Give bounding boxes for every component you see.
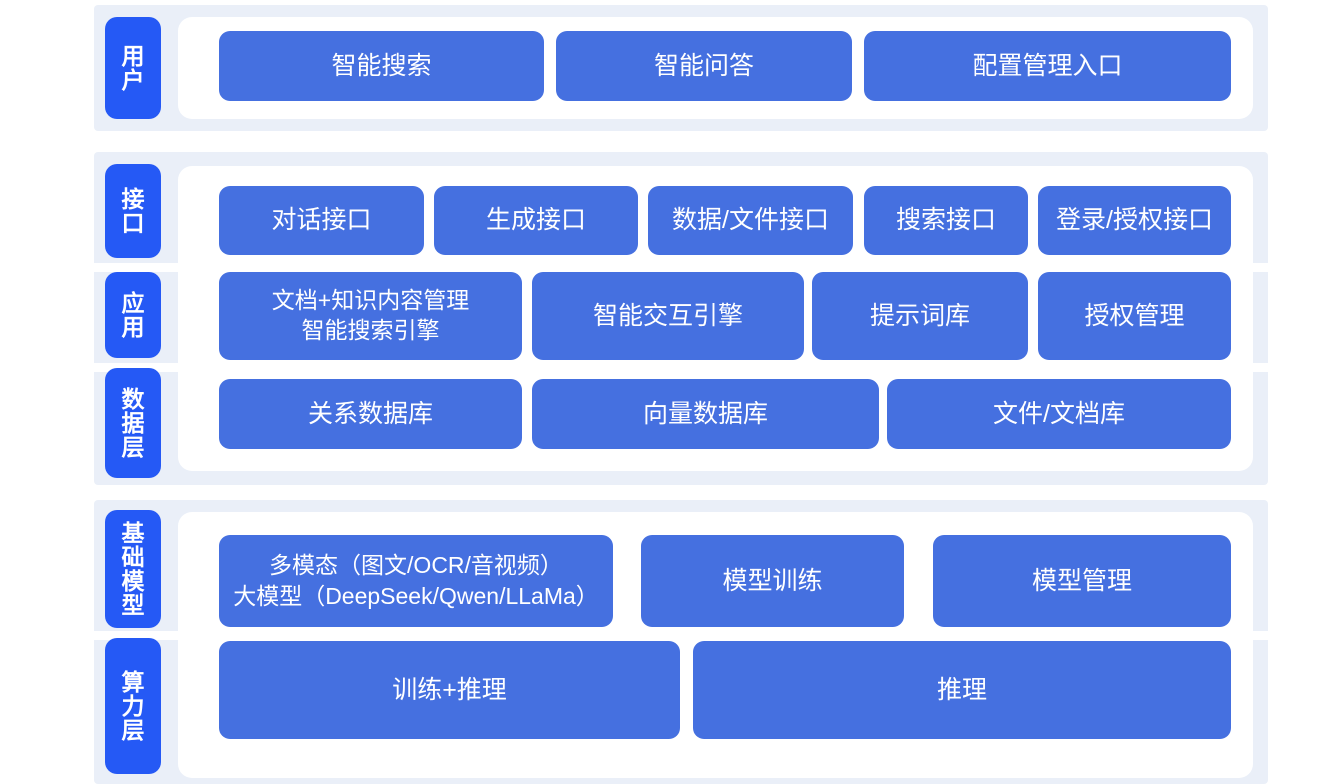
box-auth-management[interactable]: 授权管理 bbox=[1038, 272, 1231, 360]
box-dialog-api-label: 对话接口 bbox=[271, 206, 372, 235]
box-model-training-label: 模型训练 bbox=[722, 566, 823, 595]
box-prompt-library[interactable]: 提示词库 bbox=[812, 272, 1028, 360]
tab-interface-label: 接口 bbox=[121, 185, 145, 236]
tab-user[interactable]: 用户 bbox=[105, 17, 161, 119]
box-search-api-label: 搜索接口 bbox=[895, 206, 996, 235]
box-multimodal-llm[interactable]: 多模态（图文/OCR/音视频） 大模型（DeepSeek/Qwen/LLaMa） bbox=[219, 535, 613, 627]
tab-user-label: 用户 bbox=[121, 42, 145, 93]
box-infer-label: 推理 bbox=[936, 675, 987, 704]
box-multimodal-llm-label-line2: 大模型（DeepSeek/Qwen/LLaMa） bbox=[233, 583, 599, 609]
box-config-entry[interactable]: 配置管理入口 bbox=[864, 31, 1231, 101]
tab-application[interactable]: 应用 bbox=[105, 272, 161, 358]
box-dialog-api[interactable]: 对话接口 bbox=[219, 186, 424, 255]
box-model-training[interactable]: 模型训练 bbox=[641, 535, 904, 627]
box-train-infer-label: 训练+推理 bbox=[392, 675, 507, 704]
box-smart-qa[interactable]: 智能问答 bbox=[556, 31, 852, 101]
box-relational-db-label: 关系数据库 bbox=[307, 399, 433, 428]
tab-application-label: 应用 bbox=[121, 289, 145, 340]
box-config-entry-label: 配置管理入口 bbox=[972, 51, 1123, 80]
box-interaction-engine-label: 智能交互引擎 bbox=[592, 301, 743, 330]
box-doc-knowledge-label-line1: 文档+知识内容管理 bbox=[271, 287, 470, 314]
tab-data-layer-label: 数据层 bbox=[121, 385, 145, 461]
box-data-file-api[interactable]: 数据/文件接口 bbox=[648, 186, 853, 255]
box-infer[interactable]: 推理 bbox=[693, 641, 1231, 739]
box-data-file-api-label: 数据/文件接口 bbox=[672, 206, 829, 235]
box-vector-db[interactable]: 向量数据库 bbox=[532, 379, 879, 449]
box-login-auth-api[interactable]: 登录/授权接口 bbox=[1038, 186, 1231, 255]
box-file-doc-store[interactable]: 文件/文档库 bbox=[887, 379, 1231, 449]
tab-base-model[interactable]: 基础模型 bbox=[105, 510, 161, 628]
box-search-api[interactable]: 搜索接口 bbox=[864, 186, 1028, 255]
tab-data-layer[interactable]: 数据层 bbox=[105, 368, 161, 478]
box-train-infer[interactable]: 训练+推理 bbox=[219, 641, 680, 739]
box-file-doc-store-label: 文件/文档库 bbox=[993, 399, 1125, 428]
tab-compute-layer[interactable]: 算力层 bbox=[105, 638, 161, 774]
box-auth-management-label: 授权管理 bbox=[1084, 301, 1185, 330]
box-model-management-label: 模型管理 bbox=[1031, 566, 1132, 595]
box-generate-api-label: 生成接口 bbox=[485, 206, 586, 235]
box-multimodal-llm-label-line1: 多模态（图文/OCR/音视频） bbox=[269, 551, 563, 578]
box-smart-search-label: 智能搜索 bbox=[331, 51, 432, 80]
box-prompt-library-label: 提示词库 bbox=[869, 301, 970, 330]
box-generate-api[interactable]: 生成接口 bbox=[434, 186, 638, 255]
box-vector-db-label: 向量数据库 bbox=[642, 399, 768, 428]
tab-interface[interactable]: 接口 bbox=[105, 164, 161, 258]
tab-base-model-label: 基础模型 bbox=[121, 519, 145, 619]
box-smart-search[interactable]: 智能搜索 bbox=[219, 31, 544, 101]
box-login-auth-api-label: 登录/授权接口 bbox=[1056, 206, 1213, 235]
box-smart-qa-label: 智能问答 bbox=[653, 51, 754, 80]
tab-compute-layer-label: 算力层 bbox=[121, 668, 145, 744]
box-doc-knowledge[interactable]: 文档+知识内容管理 智能搜索引擎 bbox=[219, 272, 522, 360]
box-doc-knowledge-label-line2: 智能搜索引擎 bbox=[301, 317, 440, 343]
box-interaction-engine[interactable]: 智能交互引擎 bbox=[532, 272, 804, 360]
box-model-management[interactable]: 模型管理 bbox=[933, 535, 1231, 627]
box-relational-db[interactable]: 关系数据库 bbox=[219, 379, 522, 449]
